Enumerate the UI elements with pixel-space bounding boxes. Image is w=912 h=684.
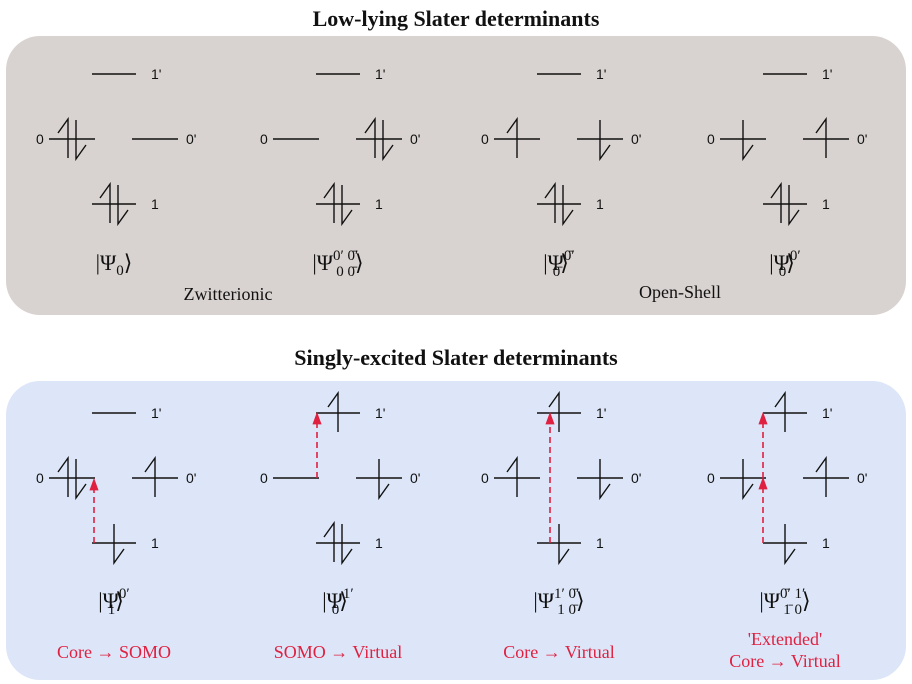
level-1-label: 1 [822,535,830,551]
level-0p-label: 0' [631,470,641,486]
level-0p-down-arrow [599,459,611,501]
level-0p-down-arrow [378,459,390,501]
level-1-down-arrow [341,524,353,566]
excitation-arrow-1-head [89,477,99,491]
excitation-arrow-2-head [312,411,322,425]
top-ket-2: |Ψ0′ 0̄′0 0̄⟩ [312,248,363,280]
level-0-down-arrow [742,459,754,501]
level-0-label: 0 [260,131,268,147]
level-1-up-arrow [323,181,335,223]
level-0-up-arrow [57,455,69,497]
level-0-label: 0 [36,470,44,486]
level-1-label: 1 [596,535,604,551]
level-0-label: 0 [260,470,268,486]
level-1p-label: 1' [822,66,832,82]
excitation-arrow-4a-head [758,476,768,490]
level-0-up-arrow [506,116,518,158]
level-1-up-arrow [544,181,556,223]
level-1-label: 1 [151,535,159,551]
level-1-label: 1 [822,196,830,212]
bottom-ket-1: |Ψ0′1⟩ [98,586,129,618]
level-0-up-arrow [57,116,69,158]
level-0-label: 0 [36,131,44,147]
level-0-label: 0 [481,470,489,486]
level-1-down-arrow [784,524,796,566]
level-1p-label: 1' [375,66,385,82]
caption-4-line-1: 'Extended' [748,629,822,649]
level-1p-label: 1' [596,405,606,421]
excitation-arrow-4b-head [758,411,768,425]
level-1-up-arrow [323,520,335,562]
bottom-panel [6,381,906,680]
level-0p-label: 0' [410,131,420,147]
level-0-down-arrow [75,120,87,162]
level-1-label: 1 [596,196,604,212]
top-ket-1: |Ψ0⟩ [96,250,133,279]
caption-4-line-2: Core → Virtual [729,651,841,671]
level-0p-label: 0' [857,131,867,147]
level-1-down-arrow [558,524,570,566]
level-1-down-arrow [788,185,800,227]
level-1p-label: 1' [375,405,385,421]
bottom-ket-3: |Ψ1′ 0̄′1 0̄⟩ [533,586,584,618]
level-1-label: 1 [375,196,383,212]
bottom-ket-2: |Ψ1′0⟩ [322,586,353,618]
level-1p-up-arrow [327,390,339,432]
top-ket-3: |Ψ0̄′0̄⟩ [543,248,574,280]
level-1-up-arrow [99,181,111,223]
level-0-label: 0 [707,470,715,486]
level-1-down-arrow [117,185,129,227]
level-0p-up-arrow [144,455,156,497]
level-1-label: 1 [151,196,159,212]
level-0p-label: 0' [186,470,196,486]
level-0p-up-arrow [815,455,827,497]
level-0p-label: 0' [410,470,420,486]
level-1-down-arrow [113,524,125,566]
level-1p-label: 1' [151,66,161,82]
level-0p-label: 0' [857,470,867,486]
zwitterionic-label: Zwitterionic [184,284,273,304]
level-0p-label: 0' [186,131,196,147]
level-1-down-arrow [562,185,574,227]
bottom-ket-4: |Ψ0̄′ 1′1̄ 0⟩ [759,586,810,618]
top-panel [6,36,906,315]
level-0p-down-arrow [382,120,394,162]
level-1-down-arrow [341,185,353,227]
caption-1-line-1: Core → SOMO [57,642,171,662]
level-1p-label: 1' [596,66,606,82]
level-1p-label: 1' [151,405,161,421]
level-0p-down-arrow [599,120,611,162]
caption-2-line-1: SOMO → Virtual [274,642,403,662]
level-0p-up-arrow [815,116,827,158]
excitation-arrow-3-head [545,411,555,425]
level-0-label: 0 [481,131,489,147]
level-0-up-arrow [506,455,518,497]
open-shell-label: Open-Shell [639,282,721,302]
level-0-down-arrow [75,459,87,501]
top-ket-4: |Ψ0′0⟩ [769,248,800,280]
level-1-up-arrow [770,181,782,223]
top-title: Low-lying Slater determinants [312,6,600,31]
level-0p-up-arrow [364,116,376,158]
level-1p-up-arrow [774,390,786,432]
level-0-down-arrow [742,120,754,162]
bottom-title: Singly-excited Slater determinants [294,345,618,370]
caption-3-line-1: Core → Virtual [503,642,615,662]
level-1p-up-arrow [548,390,560,432]
level-0-label: 0 [707,131,715,147]
level-1p-label: 1' [822,405,832,421]
level-1-label: 1 [375,535,383,551]
level-0p-label: 0' [631,131,641,147]
